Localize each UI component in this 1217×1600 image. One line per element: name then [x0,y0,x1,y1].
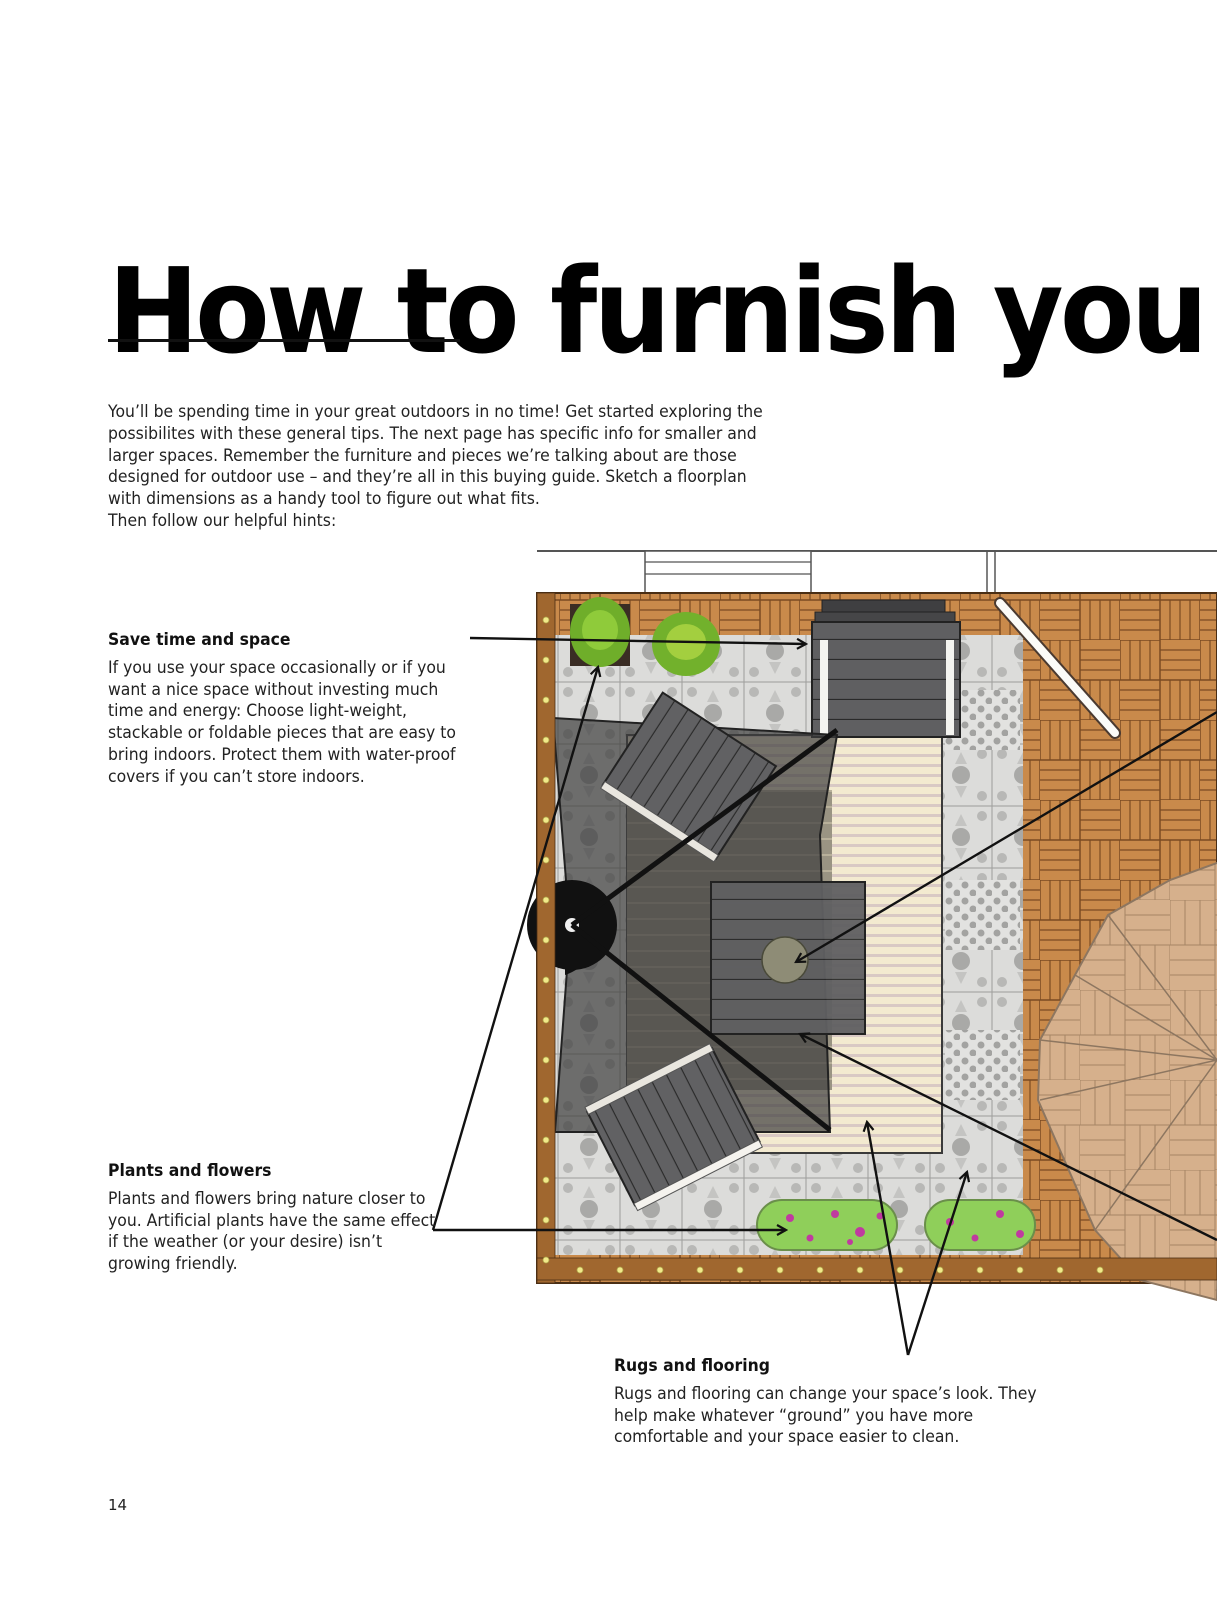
chair-bottom [584,1042,764,1212]
tip-heading: Save time and space [108,630,291,650]
intro-paragraph: You’ll be spending time in your great ou… [108,402,770,533]
tip-heading: Plants and flowers [108,1161,272,1181]
table [710,881,866,1035]
tip-save-time-and-space: Save time and space If you use your spac… [108,630,458,789]
title-divider [108,339,460,342]
intro-text-followup: Then follow our helpful hints: [108,510,337,531]
flower-boxes [756,1199,1036,1251]
patio-umbrella [1036,861,1217,1302]
tip-plants-and-flowers: Plants and flowers Plants and flowers br… [108,1161,439,1276]
tip-heading: Rugs and flooring [614,1356,770,1376]
tip-body: Plants and flowers bring nature closer t… [108,1188,436,1275]
tip-body: If you use your space occasionally or if… [108,657,456,787]
string-lights [536,592,1217,1284]
potted-plants [570,597,720,676]
page-number: 14 [108,1496,128,1514]
page-title: How to furnish you [108,242,1208,381]
railing [537,550,1217,594]
intro-text: You’ll be spending time in your great ou… [108,402,763,510]
tip-body: Rugs and flooring can change your space’… [614,1383,1037,1448]
tip-rugs-and-flooring: Rugs and flooring Rugs and flooring can … [614,1356,1046,1449]
stacked-chairs [811,599,961,738]
callout-arrows [431,636,1217,1356]
